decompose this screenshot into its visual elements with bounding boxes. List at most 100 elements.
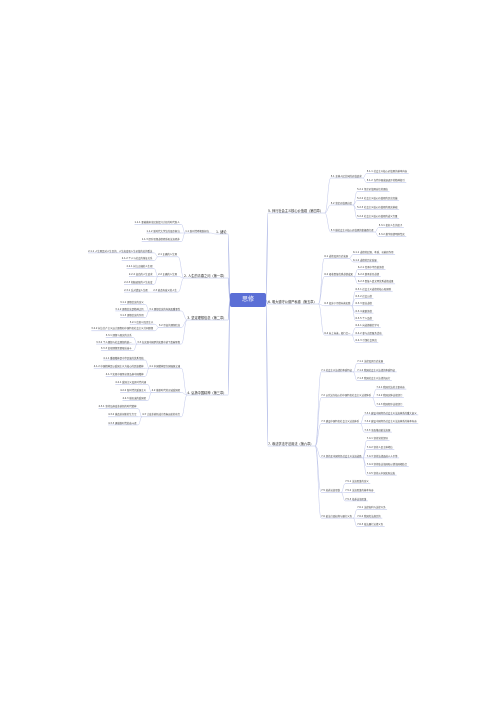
branch-7-topic-3-item-3[interactable]: 4.3.3 勇做新时代的奋斗者 — [108, 421, 137, 425]
branch-4-topic-1[interactable]: 1.1 新时代呼唤新担当 — [185, 229, 209, 233]
branch-6[interactable]: 3. 坚定理想信念（第二章） — [187, 315, 227, 320]
branch-3-topic-1[interactable]: 7.1 社会主义法律的本质特征 — [321, 368, 353, 372]
branch-2-topic-2-item-3[interactable]: 6.2.3 借鉴人类文明优秀道德成果 — [357, 280, 394, 284]
branch-1-topic-2-item-1[interactable]: 5.2.1 坚定价值观自信的理由 — [357, 188, 388, 192]
branch-5-topic-2-item-3[interactable]: 2.2.3 积极进取的人生态度 — [124, 280, 153, 284]
branch-3-topic-2-item-2[interactable]: 7.2.2 我国实体法律部门 — [376, 394, 403, 398]
branch-1-topic-3[interactable]: 5.3 做社会主义核心价值观的积极践行者 — [330, 228, 374, 232]
branch-3-topic-6-item-1[interactable]: 7.6.1 法律权利与法律义务 — [357, 506, 386, 510]
branch-2[interactable]: 6. 明大德守公德严私德（第五章） — [268, 299, 317, 304]
branch-6-topic-1-item-2[interactable]: 3.1.2 理想信念是精神之钙 — [115, 307, 144, 311]
branch-4-topic-1-item-1[interactable]: 1.1.1 要能做担当民族复兴大任的时代新人 — [134, 220, 180, 224]
branch-3-topic-2[interactable]: 7.2 以宪法为核心的中国特色社会主义法律体系 — [321, 394, 372, 398]
branch-2-topic-3-item-5[interactable]: 6.3.5 个人品德 — [355, 317, 372, 321]
branch-2-topic-2[interactable]: 6.2 吸收借鉴优秀道德成果 — [324, 273, 353, 277]
branch-3-topic-4-item-1[interactable]: 7.4.1 坚持党的领导 — [366, 437, 388, 441]
branch-3-topic-5-item-3[interactable]: 7.5.3 培养法治思维 — [345, 497, 367, 501]
branch-5-topic-1-item-2[interactable]: 2.1.2 个人与社会的辩证关系 — [121, 257, 153, 261]
branch-6-topic-2-item-2[interactable]: 3.2.2 树立共产主义远大理想和中国特色社会主义共同理想 — [91, 327, 154, 331]
branch-1-topic-2-item-4[interactable]: 5.2.4 社会主义核心价值观的道义力量 — [357, 215, 398, 219]
branch-2-topic-3[interactable]: 6.3 投身于崇德向善实践 — [324, 302, 351, 306]
branch-7[interactable]: 4. 弘扬中国精神（第三章） — [187, 390, 227, 395]
branch-2-topic-2-item-1[interactable]: 6.2.1 传承中华传统美德 — [357, 265, 384, 269]
branch-7-topic-1-item-3[interactable]: 4.1.3 实现中国梦必须弘扬中国精神 — [105, 372, 144, 376]
branch-3-topic-4[interactable]: 7.4 坚持走中国特色社会主义法治道路 — [321, 454, 362, 458]
branch-2-topic-4[interactable]: 6.4 向上向善，知行合一 — [324, 331, 351, 335]
branch-3-topic-4-item-2[interactable]: 7.4.2 坚持人民主体地位 — [366, 445, 393, 449]
branch-7-topic-1[interactable]: 4.1 中国精神是兴国强国之魂 — [149, 364, 181, 368]
branch-3-topic-2-item-3[interactable]: 7.2.3 我国程序法律部门 — [376, 402, 403, 406]
branch-5-topic-3-item-1[interactable]: 2.3.1 反对错误人生观 — [124, 288, 148, 292]
branch-2-topic-2-item-2[interactable]: 6.2.2 继承革命道德 — [357, 273, 380, 277]
branch-4-topic-1-item-3[interactable]: 1.1.3 提升思想道德素质和法治素养 — [141, 238, 180, 242]
branch-3-topic-6-item-2[interactable]: 7.6.2 我国宪法规定的 — [357, 514, 381, 518]
branch-4-topic-1-item-2[interactable]: 1.1.2 新时代大学生的使命担当 — [146, 229, 180, 233]
branch-3-topic-3-item-2[interactable]: 7.3.2 建设中国特色社会主义法治体系的基本内容 — [364, 420, 417, 424]
branch-1[interactable]: 5. 师行社会主义核心价值观（第四章） — [268, 208, 324, 213]
branch-3-topic-1-item-2[interactable]: 7.1.2 我国社会主义法律的本质特征 — [357, 368, 396, 372]
branch-2-topic-3-item-4[interactable]: 6.3.4 家庭美德 — [355, 309, 372, 313]
root-node[interactable]: 思修 — [230, 293, 266, 307]
branch-2-topic-3-item-2[interactable]: 6.3.2 社会公德 — [355, 295, 372, 299]
branch-2-topic-1-item-2[interactable]: 6.1.2 道德的历史发展 — [353, 258, 377, 262]
branch-5-topic-1-item-1[interactable]: 2.1.1 人生观是对人生目的、人生态度和人生价值的总的看法 — [88, 249, 153, 253]
branch-3-topic-3-item-1[interactable]: 7.3.1 建设中国特色社会主义法治体系的重大意义 — [364, 411, 417, 415]
branch-2-topic-4-item-3[interactable]: 6.4.3 引领社会风尚 — [355, 338, 377, 342]
branch-1-topic-2[interactable]: 5.2 坚定价值观自信 — [330, 201, 353, 205]
branch-3-topic-1-item-1[interactable]: 7.1.1 法律及其历史发展 — [357, 359, 384, 363]
branch-2-topic-1-item-1[interactable]: 6.1.1 道德的起源、本质、功能和作用 — [353, 251, 394, 255]
branch-6-topic-3[interactable]: 3.3 在实现中国梦的实践中放飞青春梦想 — [137, 340, 181, 344]
branch-6-topic-3-item-2[interactable]: 3.3.2 个人理想与社会理想的统一 — [96, 340, 132, 344]
branch-2-topic-1[interactable]: 6.1 道德及其历史发展 — [324, 254, 349, 258]
branch-2-topic-4-item-1[interactable]: 6.4.1 向道德模范学习 — [355, 324, 380, 328]
branch-5-topic-2-item-2[interactable]: 2.2.2 高尚的人生追求 — [128, 273, 153, 277]
branch-7-topic-2[interactable]: 4.2 做新时代的忠诚爱国者 — [151, 389, 181, 393]
branch-4[interactable]: 1. 绪论 — [216, 229, 227, 234]
branch-5-topic-2[interactable]: 2.2 正确的人生观 — [158, 273, 177, 277]
branch-6-topic-1-item-1[interactable]: 3.1.1 理想信念的含义 — [120, 300, 144, 304]
branch-1-topic-1-item-2[interactable]: 5.1.2 当代中国发展进步的精神指引 — [366, 179, 405, 183]
branch-2-topic-3-item-1[interactable]: 6.3.1 社会主义道德的核心和原则 — [355, 287, 392, 291]
branch-5-topic-3[interactable]: 2.3 创造有意义的人生 — [153, 288, 177, 292]
branch-1-topic-1[interactable]: 5.1 全体人民共同的价值追求 — [330, 174, 362, 178]
branch-7-topic-2-item-2[interactable]: 4.2.2 新时代的爱国主义 — [120, 389, 147, 393]
branch-3-topic-3-item-3[interactable]: 7.3.3 全面推进依法治国 — [364, 428, 391, 432]
branch-3-topic-6-item-3[interactable]: 7.6.3 依法履行法律义务 — [357, 523, 384, 527]
branch-7-topic-3[interactable]: 4.3 让改革创新成为青春远航的动力 — [142, 413, 181, 417]
branch-1-topic-3-item-2[interactable]: 5.3.2 勤学修德明辨笃实 — [378, 233, 405, 237]
branch-3-topic-6[interactable]: 7.6 依法行使权利与履行义务 — [321, 514, 353, 518]
branch-3-topic-3[interactable]: 7.3 建设中国特色社会主义法治体系 — [321, 420, 360, 424]
branch-6-topic-2-item-1[interactable]: 3.2.1 信仰马克思主义 — [129, 320, 154, 324]
branch-7-topic-3-item-2[interactable]: 4.3.2 做改革创新的生力军 — [108, 413, 137, 417]
branch-2-topic-4-item-2[interactable]: 6.4.2 参与志愿服务活动 — [355, 331, 382, 335]
branch-7-topic-1-item-2[interactable]: 4.1.2 中国精神是以爱国主义为核心的民族精神 — [93, 364, 144, 368]
branch-1-topic-2-item-2[interactable]: 5.2.2 社会主义核心价值观的历史底蕴 — [357, 197, 398, 201]
branch-3-topic-2-item-1[interactable]: 7.2.1 我国宪法的主要内容 — [376, 385, 405, 389]
branch-2-topic-3-item-3[interactable]: 6.3.3 职业道德 — [355, 302, 372, 306]
branch-1-topic-1-item-1[interactable]: 5.1.1 社会主义核心价值观的基本内容 — [366, 170, 408, 174]
branch-7-topic-3-item-1[interactable]: 4.3.1 坚持弘扬改革创新的时代精神 — [98, 405, 137, 409]
branch-3-topic-5-item-1[interactable]: 7.5.1 法治思维的含义 — [345, 480, 369, 484]
branch-3[interactable]: 7. 尊法学法守法用法（第六章） — [268, 441, 314, 446]
branch-7-topic-2-item-3[interactable]: 4.2.3 做忠诚的爱国者 — [122, 397, 147, 401]
branch-5[interactable]: 2. 人生的青春之问（第一章） — [184, 273, 227, 278]
branch-3-topic-5[interactable]: 7.5 培养法治思维 — [321, 488, 341, 492]
branch-5-topic-1[interactable]: 2.1 正确的人生观 — [158, 253, 177, 257]
branch-3-topic-4-item-5[interactable]: 7.4.5 坚持从中国实际出发 — [366, 471, 396, 475]
branch-5-topic-2-item-1[interactable]: 2.2.1 树立正确的人生观 — [126, 265, 153, 269]
branch-3-topic-5-item-2[interactable]: 7.5.2 法治思维的基本内容 — [345, 488, 374, 492]
branch-3-topic-4-item-3[interactable]: 7.4.3 坚持法律面前人人平等 — [366, 454, 398, 458]
branch-6-topic-3-item-1[interactable]: 3.3.1 理想与现实的关系 — [105, 334, 132, 338]
branch-7-topic-2-item-1[interactable]: 4.2.1 爱国主义及其时代内涵 — [115, 380, 147, 384]
branch-6-topic-2[interactable]: 3.2 崇高的理想信念 — [158, 324, 181, 328]
branch-6-topic-1-item-3[interactable]: 3.1.3 理想信念的作用 — [120, 314, 144, 318]
branch-6-topic-3-item-3[interactable]: 3.3.3 实现理想需要艰苦奋斗 — [100, 347, 132, 351]
branch-7-topic-1-item-1[interactable]: 4.1.1 重视精神是中华民族的优秀传统 — [103, 356, 144, 360]
branch-1-topic-2-item-3[interactable]: 5.2.3 社会主义核心价值观的现实基础 — [357, 206, 398, 210]
branch-1-topic-3-item-1[interactable]: 5.3.1 扣好人生的扣子 — [378, 224, 403, 228]
branch-3-topic-4-item-4[interactable]: 7.4.4 坚持依法治国和以德治国相结合 — [366, 463, 408, 467]
branch-6-topic-1[interactable]: 3.1 理想信念的内涵及重要性 — [149, 307, 181, 311]
branch-3-topic-1-item-3[interactable]: 7.1.3 我国社会主义法律的运行 — [357, 377, 391, 381]
